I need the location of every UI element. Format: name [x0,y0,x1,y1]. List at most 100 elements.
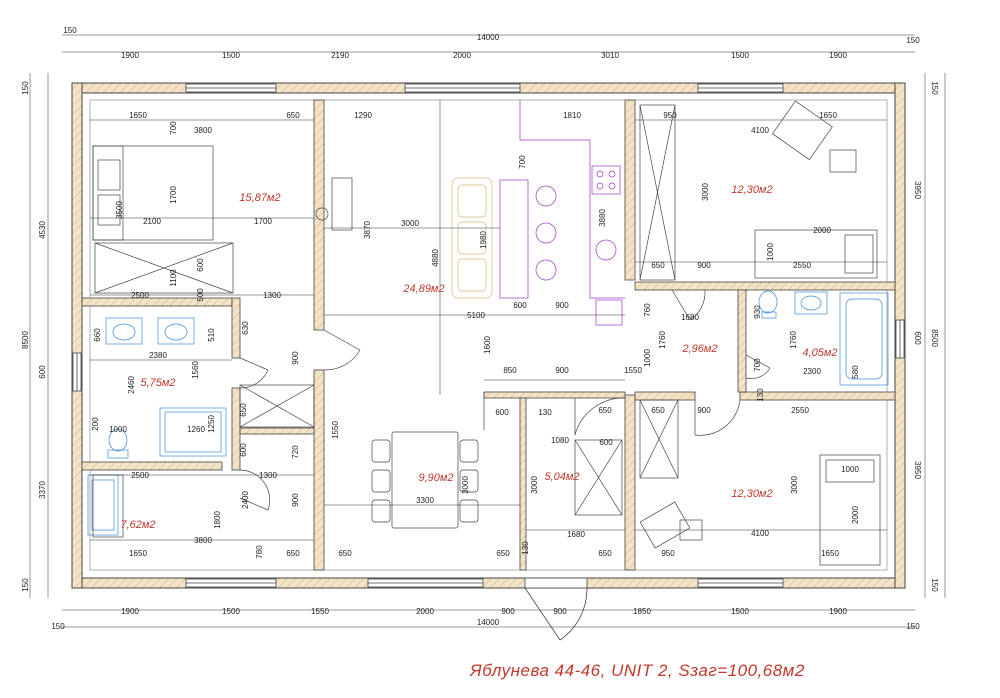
inner-dim: 900 [555,366,569,375]
inner-dim: 700 [753,358,762,372]
inner-dim: 1250 [207,415,216,433]
dim-top-edge-left: 150 [63,26,77,35]
dim-bottom-8: 1500 [731,607,749,616]
inner-dim: 3000 [701,183,710,201]
inner-dim: 580 [851,365,860,379]
inner-dim: 500 [196,288,205,302]
dim-left-b: 3370 [38,481,47,499]
inner-dim: 2550 [791,406,809,415]
dim-left-edge-bottom: 150 [21,578,30,592]
entrance-door [524,577,588,641]
inner-dim: 660 [93,328,102,342]
dim-right-edge-top: 150 [930,81,939,95]
inner-dim: 650 [338,549,352,558]
dim-bottom-edge-left: 150 [51,622,65,631]
inner-dim: 700 [518,155,527,169]
room-area-bedroom-2: 12,30м2 [731,184,772,196]
dim-bottom-edge-right: 150 [906,622,920,631]
inner-dim: 5100 [467,311,485,320]
inner-dim: 600 [599,438,613,447]
inner-dim: 900 [697,406,711,415]
inner-dim: 1700 [254,217,272,226]
dim-top-3: 2190 [331,51,349,60]
inner-dim: 900 [697,261,711,270]
dim-top-5: 3010 [601,51,619,60]
windows [72,83,905,588]
inner-dim: 2000 [813,226,831,235]
inner-dim: 1680 [567,530,585,539]
room-area-bedroom-3: 12,30м2 [731,488,772,500]
inner-dim: 600 [495,408,509,417]
inner-dim: 720 [291,445,300,459]
inner-dim: 1550 [624,366,642,375]
inner-dim: 2460 [127,376,136,394]
dim-left-edge-top: 150 [21,81,30,95]
dim-top-2: 1500 [222,51,240,60]
interior-walls [81,99,896,571]
inner-dim: 2500 [131,291,149,300]
dim-top-edge-right: 150 [906,36,920,45]
inner-dim: 1000 [841,465,859,474]
room-areas: 15,87м2 24,89м2 12,30м2 5,75м2 2,96м2 4,… [120,184,837,531]
inner-dim: 1260 [187,425,205,434]
inner-dim: 4100 [751,529,769,538]
dim-bottom-6: 900 [553,607,567,616]
dim-bottom-3: 1550 [311,607,329,616]
interior-doors [239,289,771,511]
inner-dim: 760 [643,303,652,317]
dim-top-7: 1900 [829,51,847,60]
dim-left-a: 4530 [38,221,47,239]
inner-dim: 1000 [109,425,127,434]
room-area-bedroom-1: 15,87м2 [239,192,280,204]
inner-dim: 1650 [819,111,837,120]
inner-dim: 3000 [401,219,419,228]
inner-dim: 1000 [643,349,652,367]
inner-dim: 130 [756,388,765,402]
inner-dim: 2500 [131,471,149,480]
inner-dim: 3800 [194,536,212,545]
dim-right-edge-bottom: 150 [930,578,939,592]
inner-dim: 600 [239,443,248,457]
inner-dim: 2400 [241,491,250,509]
inner-dim: 600 [196,258,205,272]
inner-dim: 650 [239,403,248,417]
inner-dim: 1680 [681,313,699,322]
inner-dim: 1300 [259,471,277,480]
inner-dim: 700 [169,121,178,135]
inner-dim: 1810 [563,111,581,120]
inner-dim: 3800 [194,126,212,135]
inner-dim: 650 [651,261,665,270]
inner-dim: 130 [538,408,552,417]
room-area-kitchen-living: 24,89м2 [402,283,444,295]
furniture [87,100,889,566]
inner-dim: 650 [651,406,665,415]
inner-dim: 650 [496,549,510,558]
inner-dim: 4880 [431,249,440,267]
inner-dim: 200 [91,417,100,431]
dim-left-total: 8500 [21,331,30,349]
dim-bottom-1: 1900 [121,607,139,616]
dim-top-total: 14000 [477,33,500,42]
dim-bottom-2: 1500 [222,607,240,616]
dim-left-window: 600 [38,365,47,379]
inner-dim: 780 [255,545,264,559]
inner-dim: 3000 [461,476,470,494]
inner-dim: 630 [241,321,250,335]
dim-bottom-9: 1900 [829,607,847,616]
inner-dim: 2380 [149,351,167,360]
inner-dim: 1760 [789,331,798,349]
inner-dim: 2550 [793,261,811,270]
inner-dim: 1080 [551,436,569,445]
inner-dim: 930 [753,305,762,319]
dim-right-total: 8500 [930,329,939,347]
inner-dim: 3000 [790,476,799,494]
dim-right-a: 3950 [913,181,922,199]
dimension-labels: 14000 150 150 1900 1500 2190 2000 3010 1… [21,26,939,631]
outer-walls [71,82,906,589]
inner-dim: 1300 [263,291,281,300]
inner-dim: 3000 [530,476,539,494]
inner-dim: 1700 [169,186,178,204]
inner-dim: 1550 [331,421,340,439]
inner-dim: 950 [661,549,675,558]
inner-dim: 900 [291,351,300,365]
